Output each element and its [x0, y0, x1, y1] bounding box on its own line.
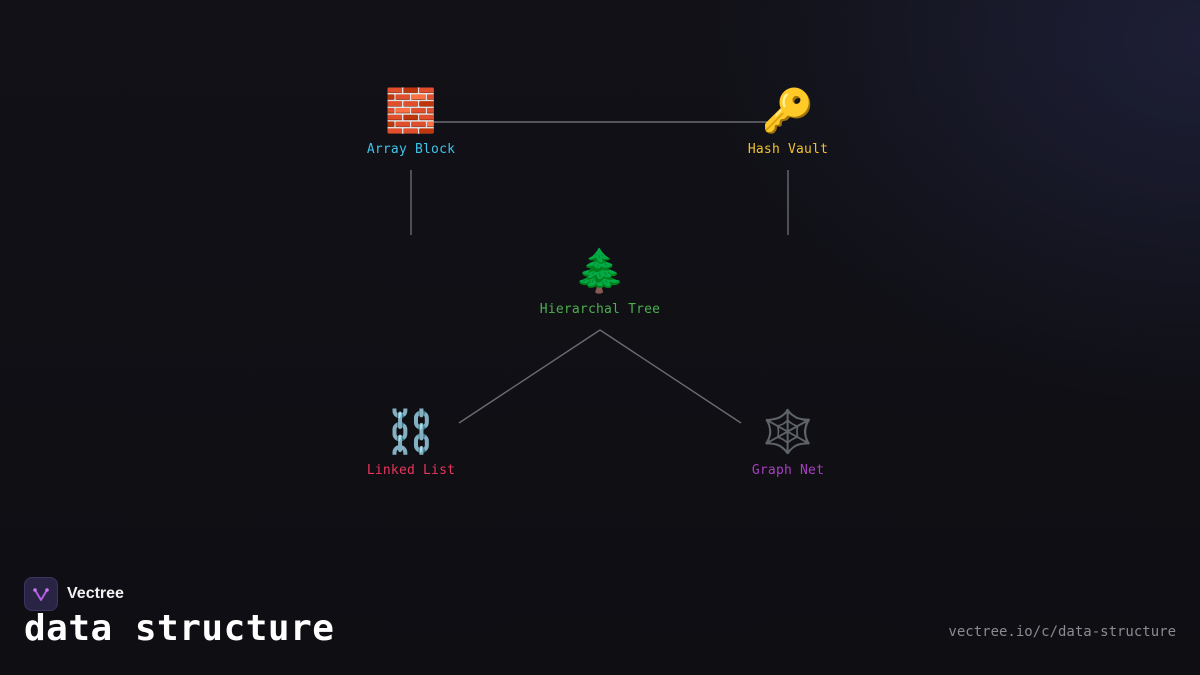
- brick-icon: 🧱: [384, 89, 438, 135]
- node-label: Graph Net: [751, 463, 825, 478]
- vectree-logo-icon: [24, 577, 58, 611]
- page-url: vectree.io/c/data-structure: [948, 624, 1176, 640]
- brand-name: Vectree: [67, 585, 124, 602]
- tree-icon: 🌲: [573, 249, 627, 295]
- edge-tree-list: [458, 329, 601, 424]
- edge-tree-graph: [599, 329, 742, 424]
- node-label: Hierarchal Tree: [539, 302, 661, 317]
- web-icon: 🕸️: [761, 410, 815, 456]
- node-label: Linked List: [366, 463, 456, 478]
- node-label: Hash Vault: [747, 142, 829, 157]
- key-icon: 🔑: [761, 89, 815, 135]
- node-linked-list[interactable]: ⛓️ Linked List: [311, 409, 511, 478]
- page-title: data structure: [24, 608, 335, 649]
- node-label: Array Block: [366, 142, 456, 157]
- node-array-block[interactable]: 🧱 Array Block: [311, 88, 511, 157]
- chain-icon: ⛓️: [384, 410, 438, 456]
- node-hierarchal-tree[interactable]: 🌲 Hierarchal Tree: [500, 248, 700, 317]
- node-hash-vault[interactable]: 🔑 Hash Vault: [688, 88, 888, 157]
- node-graph-net[interactable]: 🕸️ Graph Net: [688, 409, 888, 478]
- brand: Vectree: [24, 577, 124, 611]
